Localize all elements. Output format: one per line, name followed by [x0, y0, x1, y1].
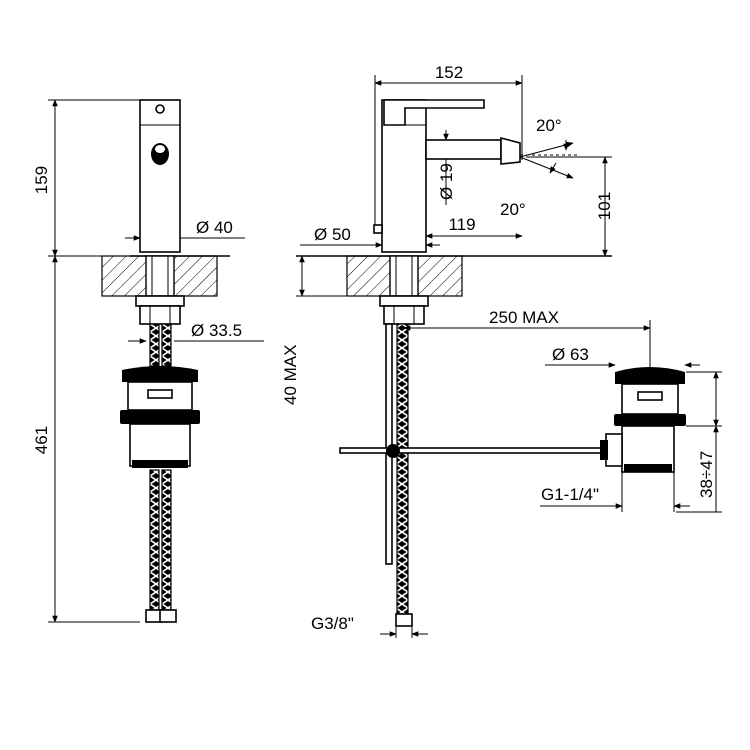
side-pop-knob [373, 224, 383, 234]
pull-rod-vertical [385, 323, 393, 565]
spout-head [500, 136, 521, 165]
fixing-washer [135, 295, 185, 307]
waste-thread [132, 460, 188, 468]
side-fixing-nut [383, 305, 425, 325]
hose-nut-right [159, 609, 177, 623]
front-view: 159 461 Ø 40 Ø 33.5 [32, 99, 264, 623]
dim-text-152: 152 [435, 63, 463, 82]
side-hose-nut [395, 613, 413, 627]
side-waste-slot [637, 391, 663, 401]
side-lever [383, 99, 485, 126]
waste-flange [120, 410, 200, 424]
dim-text-63: Ø 63 [552, 345, 589, 364]
dim-text-3847: 38÷47 [697, 451, 716, 498]
rod-clamp [386, 444, 400, 458]
dim-text-g38: G3/8" [311, 614, 354, 633]
dim-text-119: 119 [448, 215, 475, 234]
dim-text-40: Ø 40 [196, 218, 233, 237]
hose-right-upper [161, 323, 172, 367]
dim-text-159: 159 [32, 166, 51, 194]
spout-arm [425, 139, 502, 160]
waste-body-lower [129, 423, 191, 467]
cartridge-screw [155, 104, 165, 114]
fixing-nut [139, 305, 181, 325]
dim-text-461: 461 [32, 426, 51, 454]
dim-text-40max: 40 MAX [281, 345, 300, 405]
angle-down-arc [549, 162, 557, 174]
rod-connector-nut [600, 440, 608, 460]
mixer-body [139, 99, 181, 253]
angle-down-line [519, 156, 574, 179]
dim-text-250max: 250 MAX [489, 308, 559, 327]
lever-knob-highlight [155, 145, 165, 153]
side-fixing-washer [379, 295, 429, 307]
dim-text-101: 101 [595, 192, 614, 220]
hose-right-lower [161, 469, 172, 611]
hose-left-lower [149, 469, 160, 611]
side-waste-cap [615, 367, 685, 384]
angle-up-text: 20° [536, 116, 562, 135]
side-hose [396, 323, 409, 615]
side-view: 152 20° 20° Ø 19 119 101 Ø 50 [281, 63, 722, 638]
dim-text-19: Ø 19 [437, 163, 456, 200]
side-waste-flange [614, 414, 686, 426]
waste-slot [147, 389, 173, 399]
angle-down-text: 20° [500, 200, 526, 219]
waste-cap [122, 366, 198, 382]
rod-connector [605, 433, 623, 467]
hose-left-upper [149, 323, 160, 367]
shank-in-deck [145, 255, 175, 297]
dim-text-g114: G1-1/4" [541, 485, 599, 504]
side-shank-in-deck [389, 255, 419, 297]
dim-text-50: Ø 50 [314, 225, 351, 244]
pull-rod-horizontal [339, 447, 603, 454]
dim-text-33-5: Ø 33.5 [191, 321, 242, 340]
side-waste-thread [624, 464, 672, 472]
waste-body-upper [127, 381, 193, 411]
